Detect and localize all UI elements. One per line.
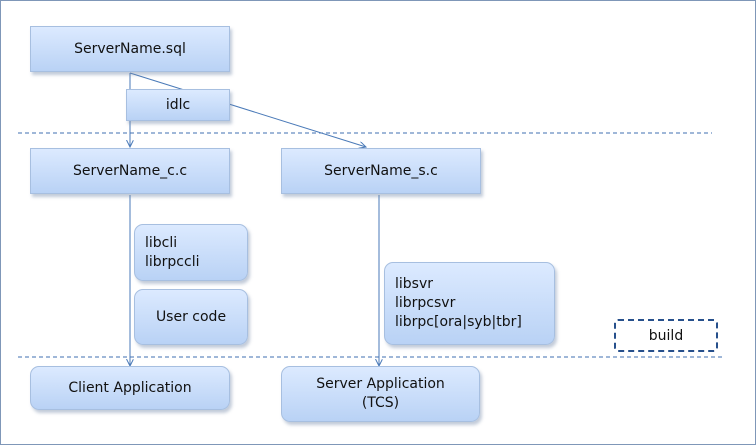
- client-application-box: Client Application: [30, 366, 230, 410]
- arrow-sql-to-server-c: [129, 72, 366, 147]
- server-libs-box: libsvr librpcsvr librpc[ora|syb|tbr]: [384, 262, 555, 345]
- server-lib-item: librpc[ora|syb|tbr]: [395, 314, 522, 330]
- client-lib-item: librpccli: [145, 253, 200, 270]
- server-application-label: Server Application: [316, 376, 445, 392]
- server-lib-item: libsvr: [395, 276, 434, 292]
- build-legend: build: [614, 319, 718, 352]
- doc-servername-server-c: ServerName_s.c: [281, 148, 481, 194]
- client-lib-item: libcli: [145, 234, 178, 251]
- client-libs-box: libcli librpccli: [134, 224, 248, 281]
- server-lib-item: librpcsvr: [395, 295, 456, 311]
- doc-servername-client-c: ServerName_c.c: [30, 148, 230, 194]
- tool-idlc: idlc: [126, 89, 230, 121]
- doc-servername-sql: ServerName.sql: [30, 26, 230, 72]
- user-code-box: User code: [134, 289, 248, 345]
- server-application-box: Server Application (TCS): [281, 366, 480, 422]
- server-application-sublabel: (TCS): [361, 395, 400, 411]
